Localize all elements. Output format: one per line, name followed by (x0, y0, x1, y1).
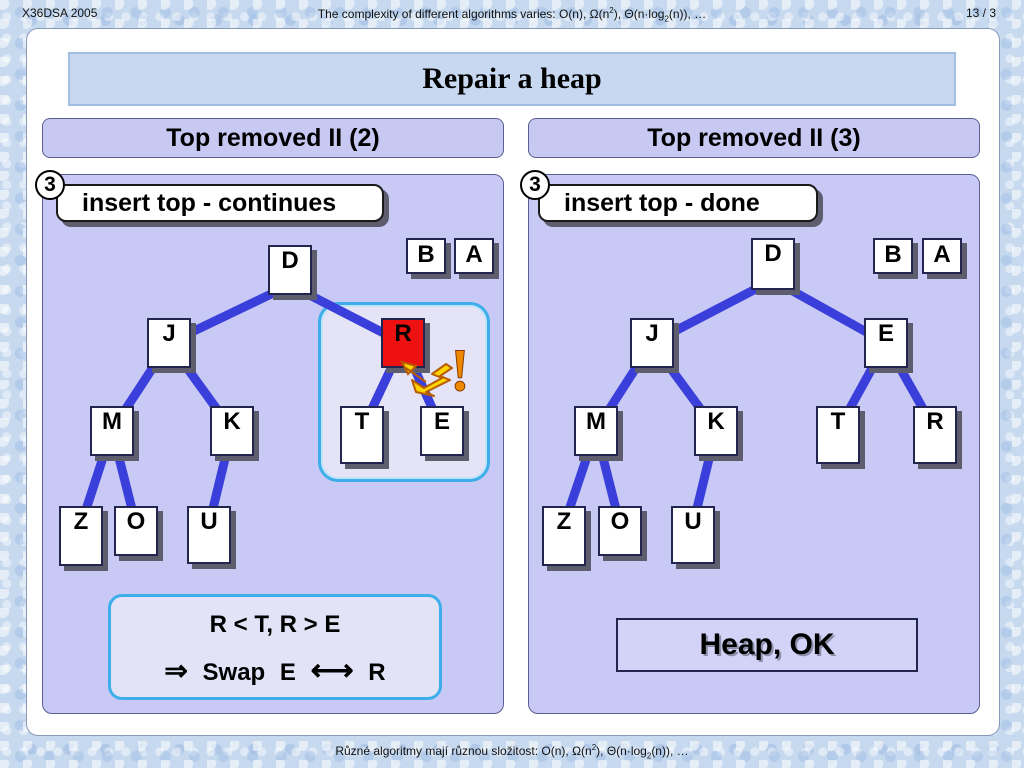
left-tag-b: B (406, 238, 446, 274)
right-tag-b: B (873, 238, 913, 274)
right-node-k: K (694, 406, 738, 456)
footer-text: Různé algoritmy mají různou složitost: O… (335, 743, 689, 761)
right-node-r: R (913, 406, 957, 464)
left-node-z: Z (59, 506, 103, 566)
right-node-z: Z (542, 506, 586, 566)
left-node-j: J (147, 318, 191, 368)
slide-number: 13 / 3 (965, 6, 996, 20)
left-section-header: Top removed II (2) (42, 118, 504, 158)
right-node-j: J (630, 318, 674, 368)
swap-operand-b: R (368, 659, 386, 686)
left-node-r: R (381, 318, 425, 368)
swap-instruction: ⇒ Swap E ⟷ R (111, 653, 439, 688)
left-node-u: U (187, 506, 231, 564)
left-node-k: K (210, 406, 254, 456)
swap-label: Swap (202, 659, 266, 686)
heap-status: Heap, OK (616, 618, 918, 672)
right-tag-a: A (922, 238, 962, 274)
comparison-text: R < T, R > E (209, 611, 341, 638)
course-code: X36DSA 2005 (22, 6, 98, 20)
right-step-badge: 3 (520, 170, 550, 200)
left-tag-a: A (454, 238, 494, 274)
swap-arrows-icon: ⟷ (310, 654, 354, 687)
left-step-badge: 3 (35, 170, 65, 200)
svg-text:!: ! (450, 337, 470, 402)
right-node-o: O (598, 506, 642, 556)
left-node-t: T (340, 406, 384, 464)
right-node-m: M (574, 406, 618, 456)
right-node-e: E (864, 318, 908, 368)
left-node-o: O (114, 506, 158, 556)
lightning-bolt-exclamation-icon: ! (400, 337, 470, 402)
slide-title: Repair a heap (68, 52, 956, 106)
slide-subtitle: The complexity of different algorithms v… (317, 6, 707, 24)
right-step-label: insert top - done (538, 184, 818, 222)
comparison-box: R < T, R > E ⇒ Swap E ⟷ R (108, 594, 442, 700)
swap-operand-a: E (279, 659, 296, 686)
right-node-u: U (671, 506, 715, 564)
left-node-m: M (90, 406, 134, 456)
left-node-d: D (268, 245, 312, 295)
right-node-t: T (816, 406, 860, 464)
implies-arrow-icon: ⇒ (164, 655, 188, 686)
left-step-label: insert top - continues (56, 184, 384, 222)
right-node-d: D (751, 238, 795, 290)
left-node-e: E (420, 406, 464, 456)
right-section-header: Top removed II (3) (528, 118, 980, 158)
